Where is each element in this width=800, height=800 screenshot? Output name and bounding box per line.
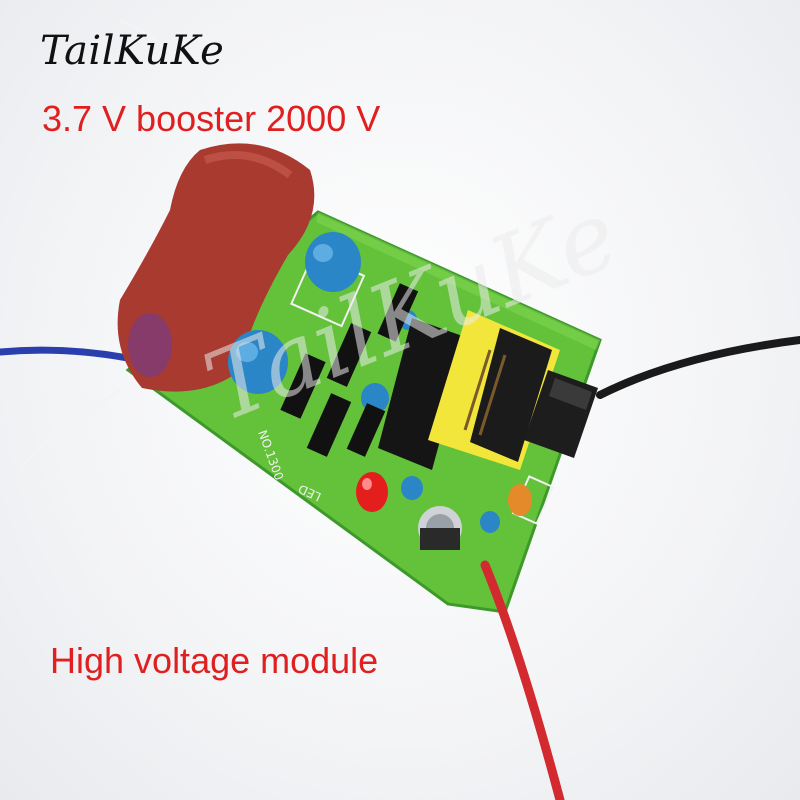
hv-capacitor (117, 143, 315, 392)
black-wire (596, 336, 800, 399)
caption-text: High voltage module (50, 640, 379, 681)
white-lead-left (18, 388, 121, 471)
red-wire (480, 560, 565, 800)
headline-text: 3.7 V booster 2000 V (42, 98, 381, 139)
electrolytic-capacitor (418, 506, 462, 550)
transistor (524, 370, 598, 458)
brand-title: TailKuKe (40, 28, 225, 74)
transformer (378, 310, 560, 470)
white-lead-top (119, 18, 222, 156)
red-led (356, 472, 388, 512)
orange-capacitor (508, 484, 532, 516)
diodes (280, 283, 419, 457)
